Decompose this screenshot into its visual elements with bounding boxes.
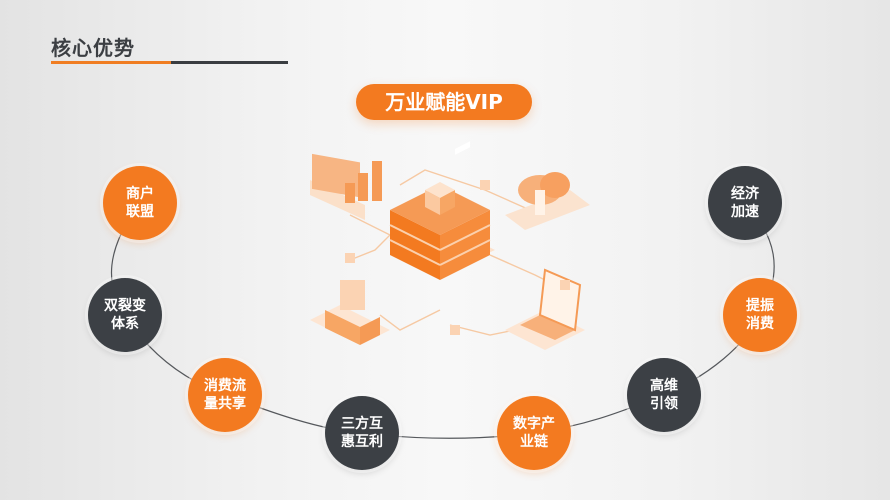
node-high-dimension-lead: 高维 引领 bbox=[627, 358, 701, 432]
node-label-line2: 体系 bbox=[111, 316, 139, 332]
node-label-line1: 数字产 bbox=[513, 416, 555, 432]
node-traffic-sharing: 消费流 量共享 bbox=[188, 358, 262, 432]
underline-dark bbox=[171, 61, 288, 64]
node-double-fission-system: 双裂变 体系 bbox=[88, 278, 162, 352]
node-label-line2: 量共享 bbox=[204, 396, 246, 412]
platform-illustration bbox=[310, 141, 590, 350]
node-label-line1: 三方互 bbox=[341, 416, 383, 432]
node-label-line1: 双裂变 bbox=[104, 298, 146, 314]
node-label-line2: 消费 bbox=[746, 316, 774, 332]
node-label-line2: 加速 bbox=[731, 204, 759, 220]
node-label-line1: 商户 bbox=[126, 186, 154, 202]
printer-icon bbox=[310, 280, 390, 345]
node-boost-consumption: 提振 消费 bbox=[723, 278, 797, 352]
node-label-line1: 消费流 bbox=[204, 378, 246, 394]
title-underline bbox=[51, 61, 288, 64]
node-label-line2: 业链 bbox=[520, 434, 548, 450]
node-merchant-alliance: 商户 联盟 bbox=[103, 166, 177, 240]
node-label-line2: 惠互利 bbox=[341, 434, 383, 450]
node-label-line1: 经济 bbox=[731, 186, 759, 202]
vip-badge: 万业赋能VIP bbox=[356, 84, 532, 120]
page-title: 核心优势 bbox=[51, 36, 135, 60]
node-label-line2: 引领 bbox=[650, 396, 678, 412]
node-label-line1: 高维 bbox=[650, 378, 678, 394]
node-economic-acceleration: 经济 加速 bbox=[708, 166, 782, 240]
cube-icon bbox=[425, 182, 455, 215]
node-label-line2: 联盟 bbox=[126, 204, 154, 220]
laptop-icon bbox=[505, 268, 585, 350]
bar-chart-icon bbox=[310, 153, 382, 220]
node-digital-industry-chain: 数字产 业链 bbox=[497, 396, 571, 470]
node-tripartite-mutual-benefit: 三方互 惠互利 bbox=[325, 396, 399, 470]
node-cubes bbox=[345, 180, 570, 335]
cloud-upload-icon bbox=[505, 172, 590, 230]
server-icon bbox=[389, 141, 495, 280]
underline-accent bbox=[51, 61, 171, 64]
node-label-line1: 提振 bbox=[746, 298, 774, 314]
